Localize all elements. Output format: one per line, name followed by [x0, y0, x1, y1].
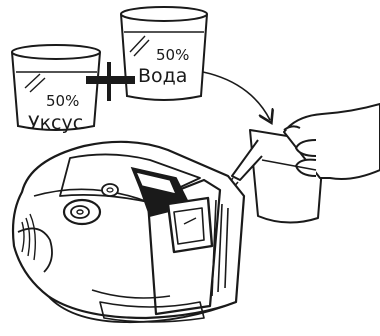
water-percent: 50% [156, 46, 189, 64]
small-button-icon [102, 184, 118, 196]
water-label: Вода [138, 65, 187, 87]
hand-pouring-icon [232, 104, 380, 223]
water-tank [168, 198, 212, 252]
vinegar-percent: 50% [46, 92, 79, 110]
pour-arrow-icon [203, 72, 270, 120]
vinegar-label: Уксус [28, 112, 83, 134]
dial-knob-icon [64, 200, 100, 224]
